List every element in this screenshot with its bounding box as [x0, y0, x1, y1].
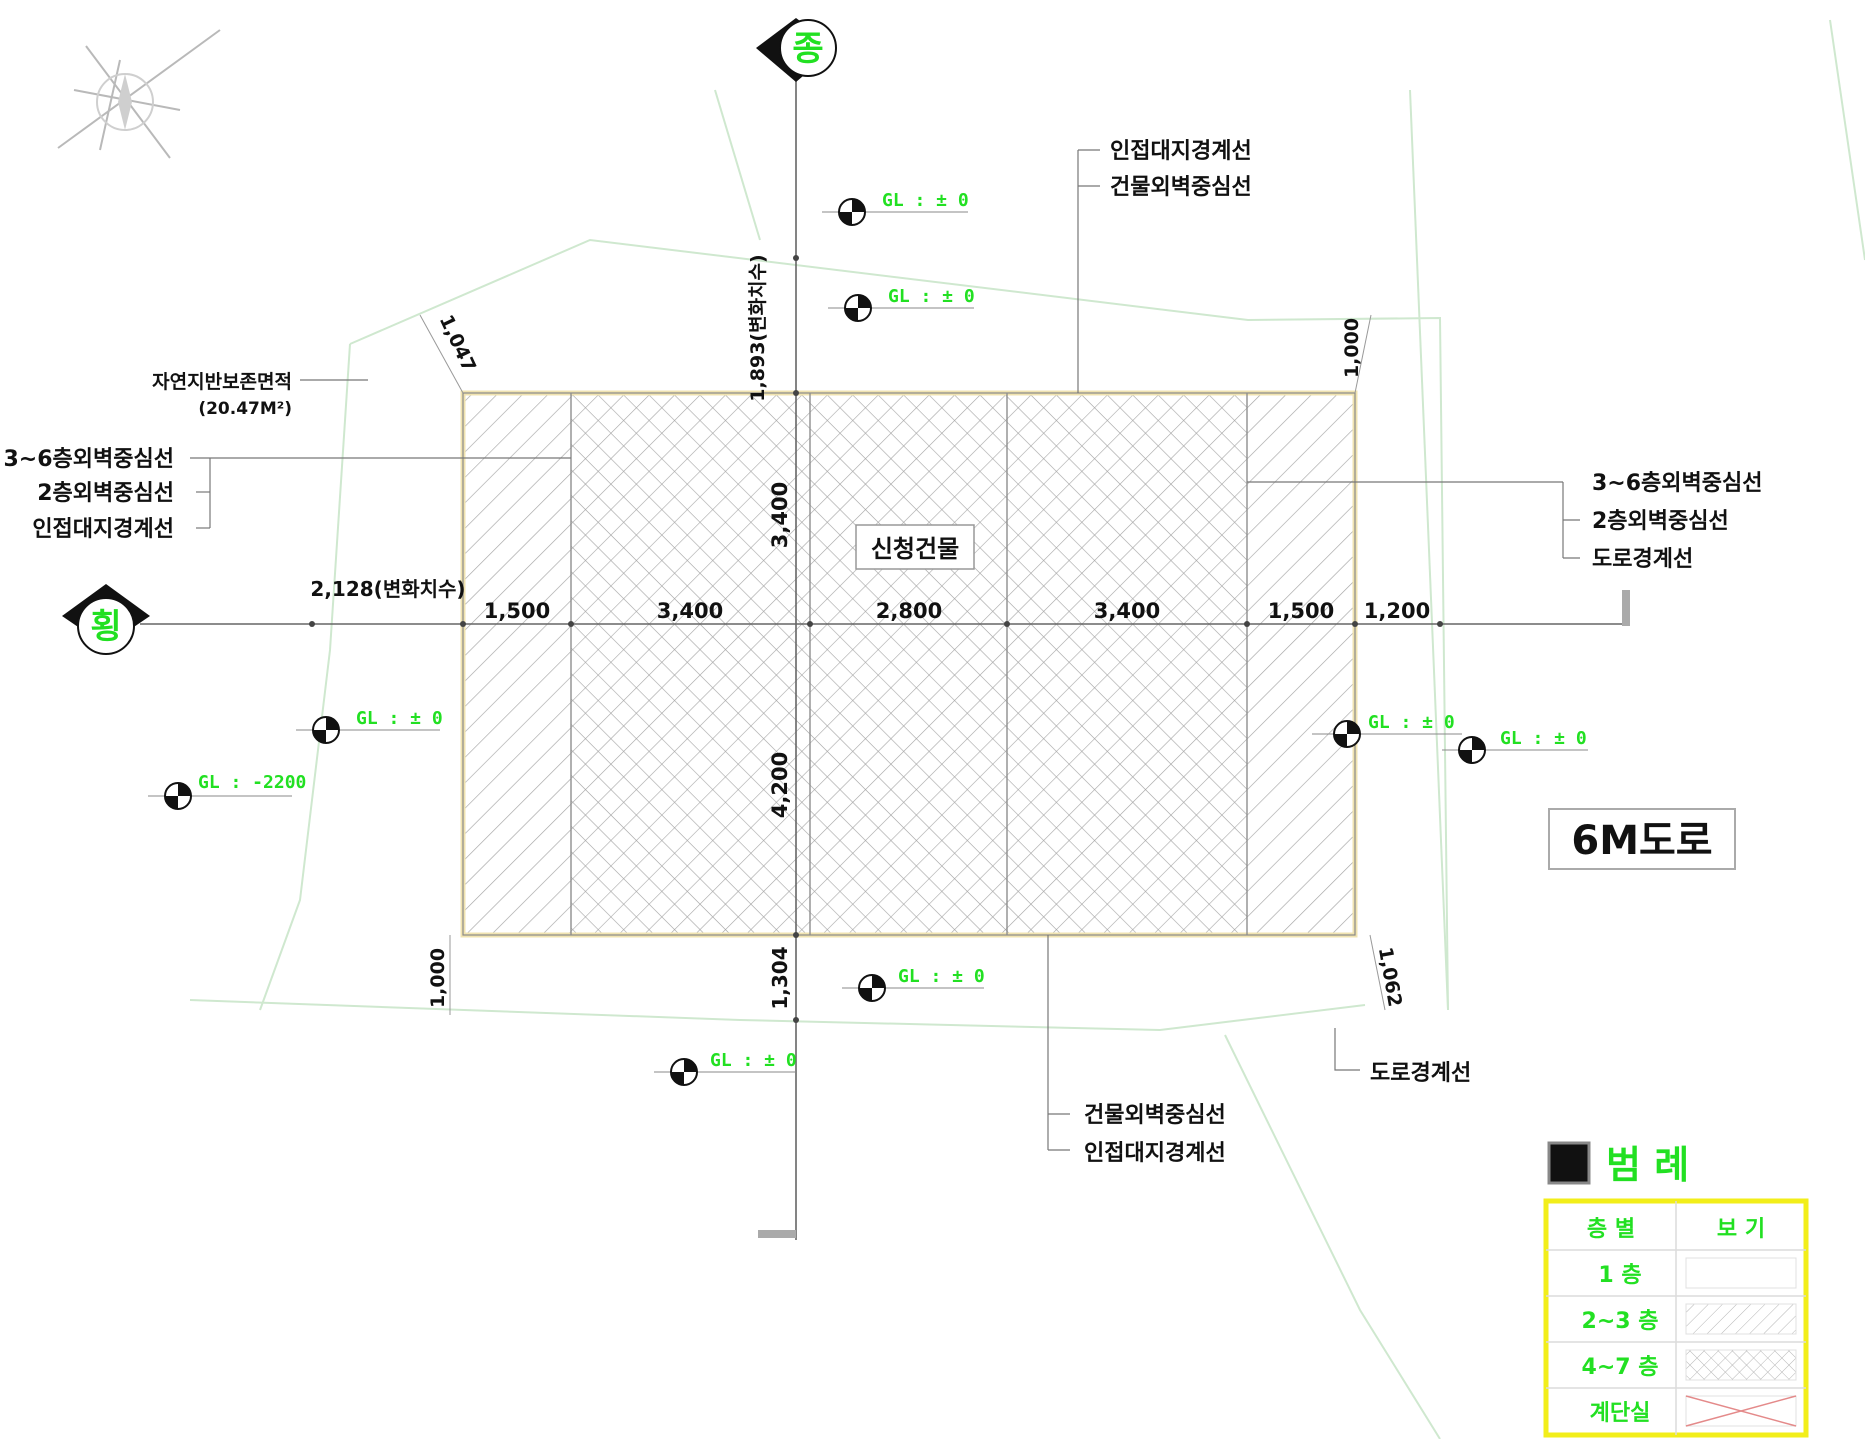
gl-label-1: GL : ± 0 [882, 190, 969, 211]
road-label-box: 6M도로 [1548, 808, 1736, 870]
hatch-zone-right [1247, 393, 1355, 935]
axis-label-horizontal: 횡 [90, 607, 121, 647]
label-adjacent-boundary-top: 인접대지경계선 [1110, 139, 1252, 164]
label-natural-ground: 자연지반보존면적 [152, 371, 292, 393]
legend-swatch-4 [1685, 1395, 1797, 1427]
dimension-ticks [309, 255, 1443, 1023]
legend-swatch-1 [1685, 1257, 1797, 1289]
road-label: 6M도로 [1571, 818, 1712, 864]
annotations: 인접대지경계선 건물외벽중심선 자연지반보존면적 (20.47M²) 3~6층외… [4, 139, 1763, 1166]
gl-marker-6: GL : ± 0 [1442, 728, 1588, 764]
dim-top-4: 3,400 [1094, 599, 1160, 623]
building-plan [460, 390, 1358, 938]
dim-top-6: 1,200 [1364, 599, 1430, 623]
dim-bottom-left-corner: 1,000 [427, 948, 449, 1008]
legend-header-floor: 층 별 [1587, 1217, 1635, 1242]
gl-marker-1: GL : ± 0 [822, 190, 969, 226]
site-boundary [189, 19, 1865, 1439]
gl-label-4: GL : -2200 [198, 772, 306, 793]
legend-row-4: 계단실 [1590, 1401, 1651, 1426]
gl-label-7: GL : ± 0 [898, 966, 985, 987]
gl-label-6: GL : ± 0 [1500, 728, 1587, 749]
hatch-zone-center [571, 393, 1247, 935]
dim-top-left-corner: 1,047 [435, 312, 480, 376]
dim-vertical-top: 1,893(변화치수) [747, 254, 769, 401]
dimension-row-top: 1,500 3,400 2,800 3,400 1,500 1,200 2,12… [310, 577, 1430, 623]
gl-label-3: GL : ± 0 [356, 708, 443, 729]
gl-label-8: GL : ± 0 [710, 1050, 797, 1071]
dimension-column: 3,400 4,200 1,893(변화치수) 1,304 1,047 1,00… [427, 254, 1406, 1009]
horizontal-axis-marker: 횡 [62, 584, 150, 655]
label-adjacent-boundary-bottom: 인접대지경계선 [1084, 1141, 1226, 1166]
hatch-zone-left [463, 393, 571, 935]
gl-marker-2: GL : ± 0 [828, 286, 975, 322]
legend-swatch-3 [1685, 1349, 1797, 1381]
legend-header-sample: 보 기 [1717, 1217, 1765, 1242]
gl-label-5: GL : ± 0 [1368, 712, 1455, 733]
dim-top-right-corner: 1,000 [1341, 318, 1363, 378]
label-left-wall-2: 2층외벽중심선 [37, 481, 174, 506]
label-left-wall-3-6: 3~6층외벽중심선 [4, 447, 175, 472]
legend-square-icon [1547, 1141, 1591, 1185]
legend-swatch-2 [1685, 1303, 1797, 1335]
legend-row-1: 1 층 [1598, 1263, 1641, 1288]
dim-top-5: 1,500 [1268, 599, 1334, 623]
north-arrow-icon [57, 29, 221, 159]
label-right-road: 도로경계선 [1592, 547, 1693, 572]
dim-vertical-upper: 3,400 [768, 482, 792, 548]
gl-label-2: GL : ± 0 [888, 286, 975, 307]
dim-top-2: 3,400 [657, 599, 723, 623]
label-right-wall-3-6: 3~6층외벽중심선 [1592, 471, 1763, 496]
legend-row-3: 4~7 층 [1582, 1355, 1659, 1380]
dim-top-3: 2,800 [876, 599, 942, 623]
axis-label-vertical: 종 [792, 29, 823, 69]
legend: 범 례 층 별 보 기 1 층 2~3 층 4~7 층 계단실 [1543, 1141, 1809, 1438]
building-name: 신청건물 [871, 535, 959, 563]
label-wall-center-top: 건물외벽중심선 [1110, 175, 1252, 200]
gl-marker-5: GL : ± 0 [1312, 712, 1462, 748]
axis-lines [140, 50, 1630, 1240]
label-road-boundary-bottom: 도로경계선 [1370, 1061, 1471, 1086]
label-right-wall-2: 2층외벽중심선 [1592, 509, 1729, 534]
label-wall-center-bottom: 건물외벽중심선 [1084, 1103, 1226, 1128]
label-natural-ground-area: (20.47M²) [198, 399, 292, 419]
legend-title: 범 례 [1606, 1143, 1689, 1187]
dim-top-1: 1,500 [484, 599, 550, 623]
dim-left-variable: 2,128(변화치수) [310, 577, 465, 601]
legend-row-2: 2~3 층 [1582, 1309, 1659, 1334]
gl-marker-4: GL : -2200 [148, 772, 306, 810]
gl-marker-8: GL : ± 0 [654, 1050, 797, 1086]
gl-marker-3: GL : ± 0 [296, 708, 443, 744]
building-name-box: 신청건물 [855, 524, 975, 570]
dim-vertical-bottom: 1,304 [768, 946, 792, 1009]
vertical-axis-marker: 종 [756, 18, 837, 82]
dim-vertical-lower: 4,200 [768, 752, 792, 818]
gl-marker-7: GL : ± 0 [842, 966, 985, 1002]
label-left-boundary: 인접대지경계선 [32, 517, 174, 542]
